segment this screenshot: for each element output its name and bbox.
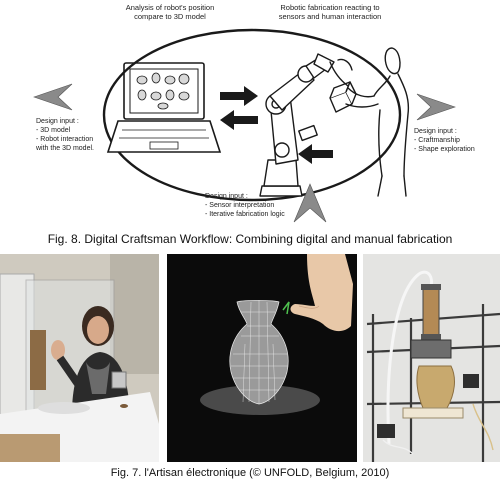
photo-woman-interaction (0, 254, 159, 462)
photo-printer-drawing (363, 254, 500, 462)
arrow-left-icon (220, 110, 258, 130)
photo-vase-drawing (167, 254, 357, 462)
arrow-right-icon (220, 86, 258, 106)
fig7-caption: Fig. 7. l'Artisan électronique (© UNFOLD… (110, 467, 390, 479)
left-chevron-icon (33, 83, 73, 111)
design-input-bottom: Design input : - Sensor interpretation -… (205, 193, 285, 218)
right-chevron-icon (416, 93, 456, 121)
human-figure-icon (329, 47, 410, 197)
robot-arm-icon (259, 53, 357, 197)
fig8-caption: Fig. 8. Digital Craftsman Workflow: Comb… (47, 232, 453, 246)
analysis-label: Analysis of robot's position compare to … (125, 3, 215, 21)
design-input-right: Design input : - Craftmanship - Shape ex… (414, 128, 475, 153)
arrow-back-icon (298, 144, 333, 164)
screen-vases-icon (136, 72, 190, 110)
diagram-drawing (33, 28, 456, 223)
photo-3d-vase (167, 254, 357, 462)
workflow-loop (102, 28, 402, 202)
workflow-diagram: Analysis of robot's position compare to … (0, 0, 500, 230)
design-input-left: Design input : - 3D model - Robot intera… (36, 118, 94, 152)
robotic-label: Robotic fabrication reacting to sensors … (278, 3, 382, 21)
photo-clay-printer (363, 254, 500, 462)
photo-woman-drawing (0, 254, 159, 462)
bottom-chevron-icon (293, 183, 327, 223)
